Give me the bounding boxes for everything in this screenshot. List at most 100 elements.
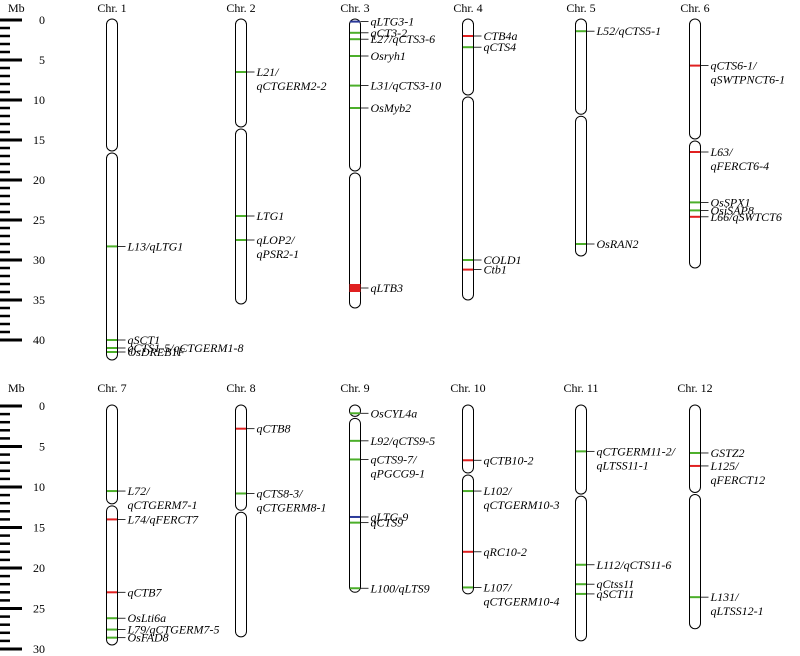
locus-label: L72/	[127, 484, 152, 498]
locus-label: CTB4a	[484, 29, 518, 43]
chromosome-long-arm	[575, 495, 587, 642]
locus-label-continued: qCTGERM2-2	[257, 79, 327, 93]
locus-label: qCT3-2	[371, 26, 408, 40]
ruler-tick-label: 10	[33, 93, 45, 107]
chromosome-short-arm	[689, 404, 701, 493]
chromosome-title: Chr. 1	[97, 1, 126, 15]
ruler-tick-label: 5	[39, 53, 45, 67]
locus-label: L107/	[483, 580, 514, 594]
locus-label-continued: qSWTPNCT6-1	[711, 73, 786, 87]
locus-label: qCTB8	[257, 422, 291, 436]
chromosome-short-arm	[462, 404, 474, 474]
locus-label-continued: qPSR2-1	[257, 247, 300, 261]
chromosome-title: Chr. 4	[453, 1, 482, 15]
locus-label: L79/qCTGERM7-5	[127, 623, 220, 637]
locus-label: OsDREB1F	[128, 345, 186, 359]
ruler-tick-label: 15	[33, 133, 45, 147]
chromosome-long-arm	[689, 493, 701, 630]
locus-label: OsCYL4a	[371, 406, 418, 420]
locus-label-continued: qCTGERM10-4	[484, 594, 560, 608]
locus-label: L92/qCTS9-5	[370, 434, 436, 448]
locus-label: LTG1	[256, 209, 285, 223]
locus-label: qRC10-2	[484, 545, 527, 559]
chromosome-title: Chr. 12	[677, 381, 712, 395]
chromosome-short-arm	[575, 404, 587, 495]
locus-label-continued: qCTGERM10-3	[484, 498, 560, 512]
locus-label: L27/qCTS3-6	[370, 32, 436, 46]
chromosome-title: Chr. 5	[566, 1, 595, 15]
locus-label: L13/qLTG1	[127, 239, 184, 253]
ruler-tick-label: 35	[33, 293, 45, 307]
chromosome-long-arm	[462, 96, 474, 301]
locus-label: qLTB3	[371, 281, 403, 295]
locus-label: qSCT11	[597, 587, 635, 601]
locus-label: qLOP2/	[257, 233, 297, 247]
locus-label: L31/qCTS3-10	[370, 79, 442, 93]
locus-label: qCTS4	[484, 40, 517, 54]
chromosome-short-arm	[106, 404, 118, 505]
locus-label: qCTB10-2	[484, 453, 534, 467]
locus-label: L112/qCTS11-6	[596, 558, 672, 572]
chromosome-long-arm	[575, 115, 587, 257]
locus-label: OsMyb2	[371, 101, 412, 115]
locus-label: qCTGERM11-2/	[597, 444, 677, 458]
locus-label-continued: qPGCG9-1	[371, 466, 426, 480]
chromosome-long-arm	[689, 140, 701, 269]
locus-label: OsRAN2	[597, 237, 639, 251]
locus-label: L125/	[710, 459, 741, 473]
locus-label: qCTS9	[371, 516, 404, 530]
locus-label: OsFAD8	[128, 631, 169, 645]
locus-label: Ctb1	[484, 263, 507, 277]
locus-label: qCTS1-5/qCTGERM1-8	[128, 341, 244, 355]
chromosome-title: Chr. 9	[340, 381, 369, 395]
locus-label-continued: qLTSS11-1	[597, 458, 649, 472]
chromosome-short-arm	[349, 18, 361, 172]
ruler-tick-label: 5	[39, 440, 45, 454]
chromosome-short-arm	[689, 18, 701, 140]
locus-label: L21/	[256, 65, 281, 79]
mb-unit-label: Mb	[8, 381, 25, 395]
ruler-tick-label: 15	[33, 521, 45, 535]
ruler-tick-label: 40	[33, 333, 45, 347]
chromosome-long-arm	[349, 172, 361, 309]
locus-label: qSCT1	[128, 333, 161, 347]
locus-label-continued: qFERCT12	[711, 473, 766, 487]
locus-label: OsLti6a	[128, 611, 167, 625]
locus-label: OsiSAP8	[711, 203, 754, 217]
locus-label: qCTS6-1/	[711, 59, 759, 73]
chromosome-short-arm	[106, 18, 118, 152]
locus-label: COLD1	[484, 253, 522, 267]
chromosome-long-arm	[235, 511, 247, 638]
chromosome-title: Chr. 11	[564, 381, 599, 395]
ruler-tick-label: 20	[33, 173, 45, 187]
locus-label-continued: qFERCT6-4	[711, 159, 770, 173]
ruler-tick-label: 30	[33, 253, 45, 267]
locus-label: qCTS8-3/	[257, 486, 305, 500]
chromosome-long-arm	[106, 152, 118, 361]
locus-label-continued: qCTGERM7-1	[128, 498, 198, 512]
chromosome-short-arm	[349, 404, 361, 417]
ruler-tick-label: 20	[33, 561, 45, 575]
chromosome-title: Chr. 7	[97, 381, 126, 395]
locus-label: OsSPX1	[711, 195, 751, 209]
locus-label-continued: qLTSS12-1	[711, 604, 764, 618]
locus-label: qCTS9-7/	[371, 452, 419, 466]
locus-label: GSTZ2	[711, 446, 745, 460]
mb-unit-label: Mb	[8, 1, 25, 15]
locus-label-continued: qCTGERM8-1	[257, 500, 327, 514]
locus-label: L52/qCTS5-1	[596, 24, 662, 38]
ruler-tick-label: 25	[33, 602, 45, 616]
chromosome-short-arm	[462, 18, 474, 96]
marker-band	[349, 284, 361, 292]
ruler-tick-label: 0	[39, 399, 45, 413]
chromosome-long-arm	[106, 505, 118, 646]
chromosome-title: Chr. 6	[680, 1, 709, 15]
chromosome-title: Chr. 10	[450, 381, 485, 395]
locus-label: qCTB7	[128, 585, 163, 599]
locus-label: L131/	[710, 590, 741, 604]
locus-label: L74/qFERCT7	[127, 512, 200, 526]
chromosome-short-arm	[575, 18, 587, 115]
locus-label: L63/	[710, 145, 735, 159]
